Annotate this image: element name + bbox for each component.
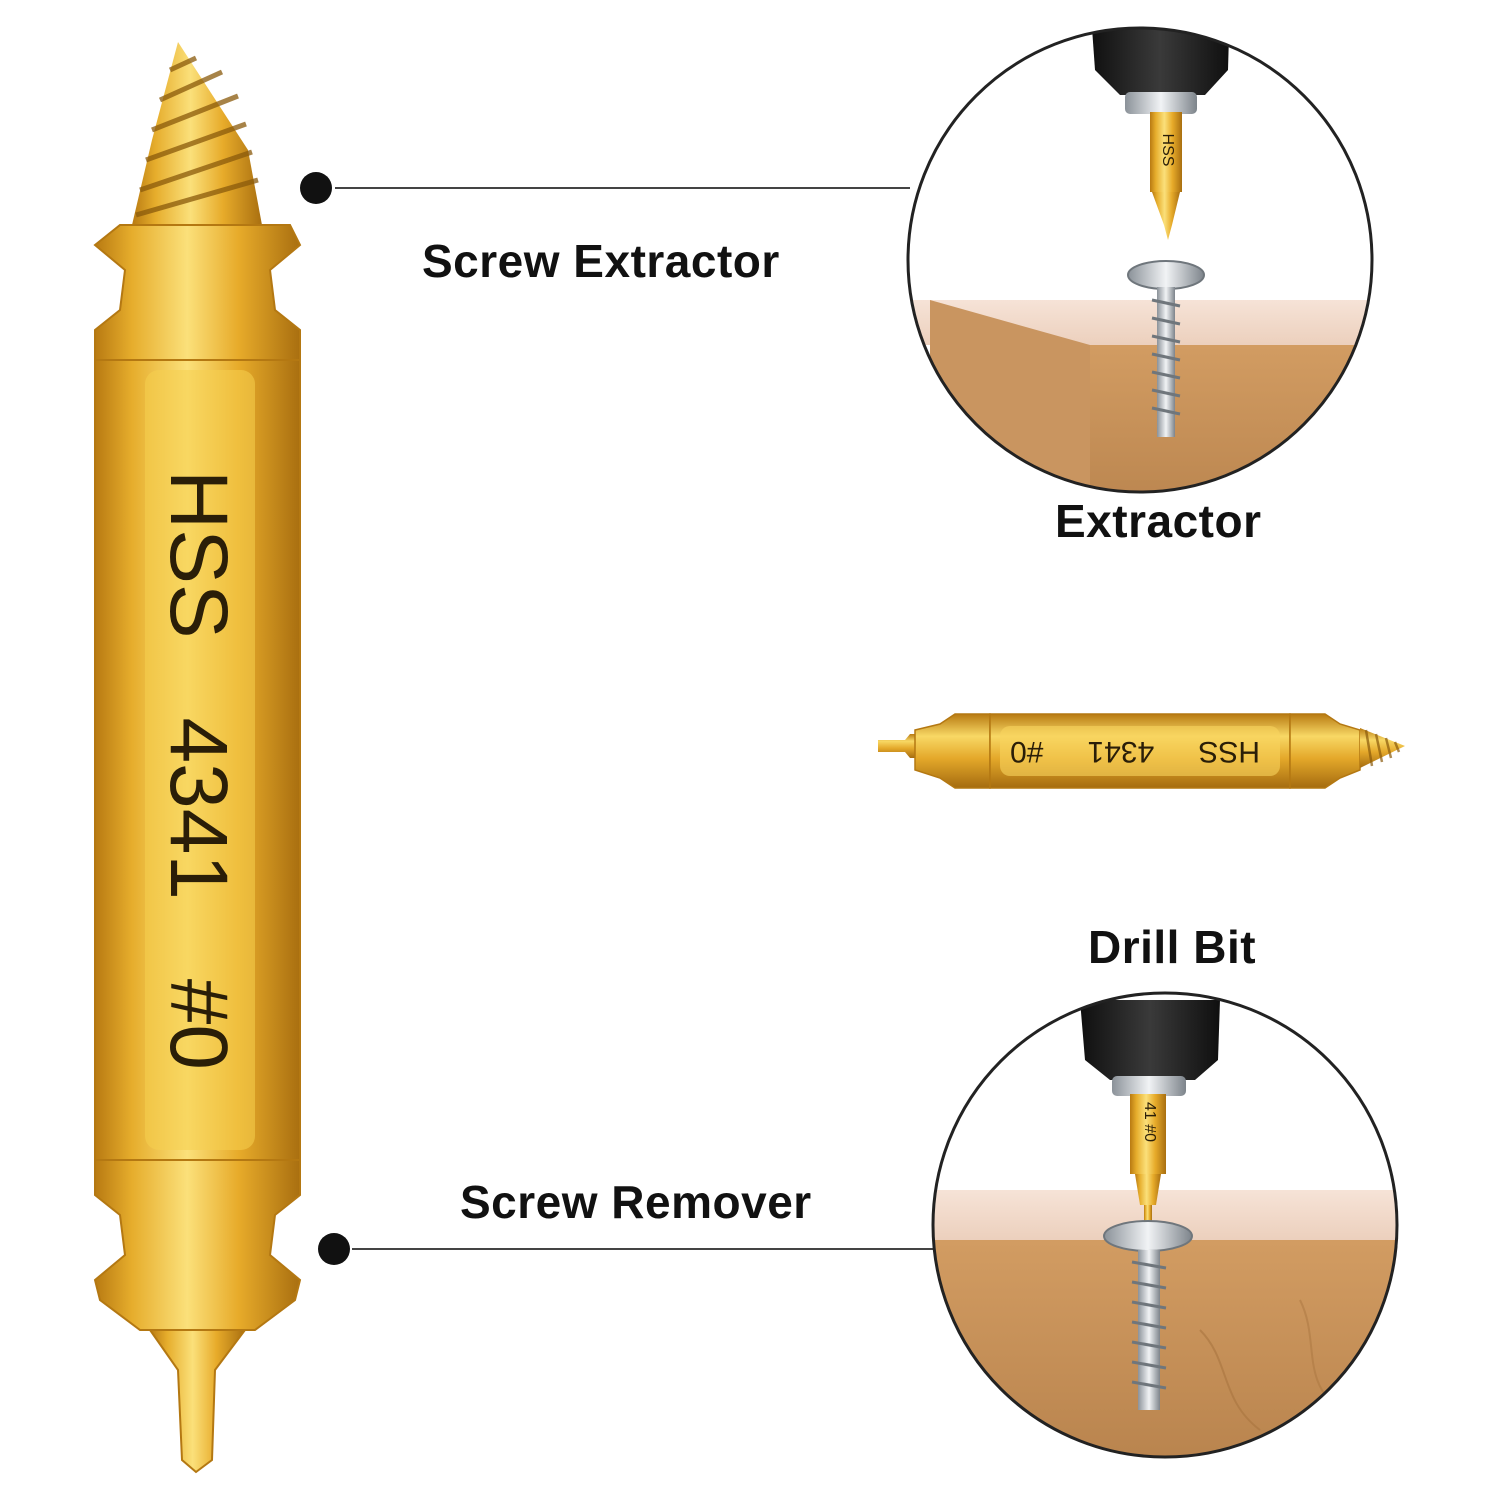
drill-chuck-top bbox=[1090, 28, 1230, 95]
callout-dot-top bbox=[300, 172, 332, 204]
remover-usage-circle bbox=[931, 991, 1399, 1459]
screw-head-bottom bbox=[1103, 1220, 1193, 1252]
callout-lines bbox=[300, 172, 935, 1265]
top-circle-bit-marking: HSS bbox=[1159, 133, 1176, 167]
small-bit-markings: HSS 4341 #0 bbox=[1000, 726, 1270, 776]
bottom-circle-bit-marking: 41 #0 bbox=[1141, 1101, 1158, 1143]
small-bit-material: HSS bbox=[1198, 735, 1260, 768]
double-sided-bit-small bbox=[878, 713, 1405, 789]
large-bit-model: 4341 bbox=[153, 717, 244, 900]
large-bit-size: #0 bbox=[153, 978, 244, 1070]
double-sided-bit-large bbox=[93, 42, 302, 1474]
drill-tip bbox=[148, 1329, 247, 1474]
large-bit-material: HSS bbox=[153, 470, 244, 639]
small-bit-size: #0 bbox=[1010, 735, 1044, 768]
extractor-usage-circle bbox=[906, 26, 1374, 494]
callout-dot-bottom bbox=[318, 1233, 350, 1265]
label-drill-bit: Drill Bit bbox=[1088, 921, 1257, 973]
small-bit-model: 4341 bbox=[1087, 735, 1155, 768]
label-screw-remover: Screw Remover bbox=[460, 1176, 812, 1228]
label-screw-extractor: Screw Extractor bbox=[422, 235, 780, 287]
label-extractor: Extractor bbox=[1055, 495, 1262, 547]
screw-head-top bbox=[1127, 260, 1205, 290]
